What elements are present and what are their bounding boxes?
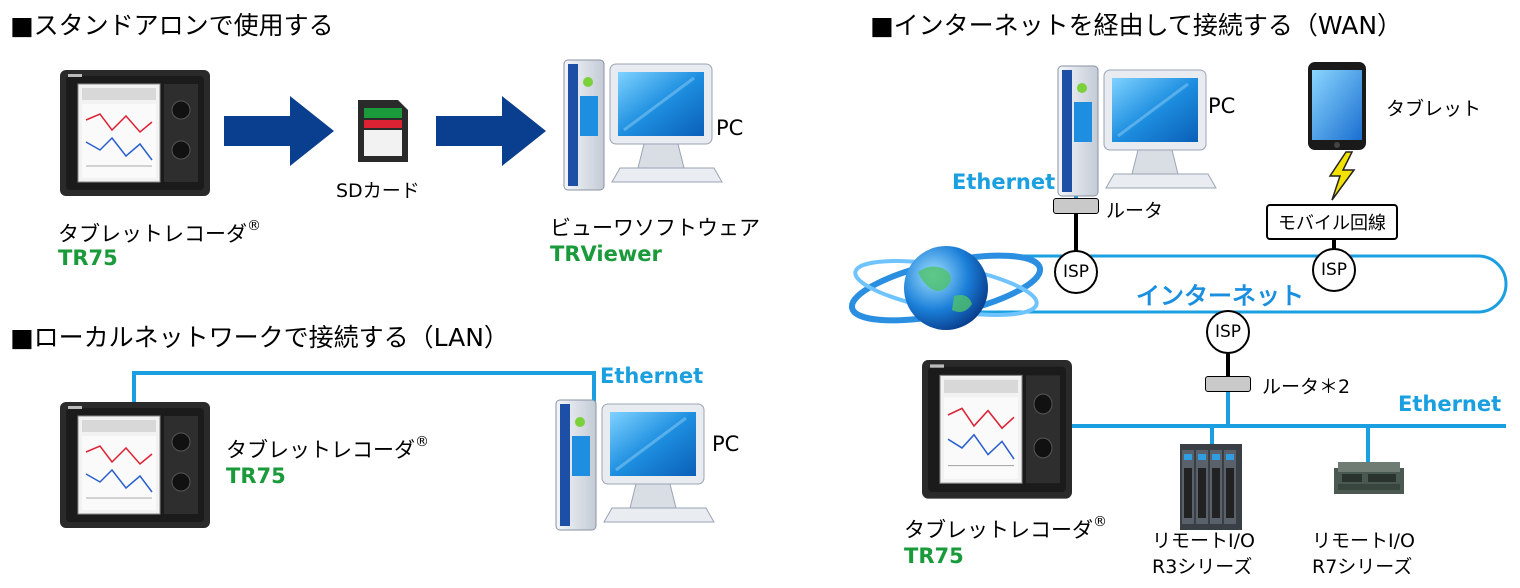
recorder-label-lan: タブレットレコーダ®: [226, 434, 429, 464]
remote-io-r7-icon: [1334, 462, 1404, 494]
router-bottom-label: ルータ＊2: [1262, 376, 1351, 398]
arrow-right-icon: [436, 96, 546, 166]
router-top-label: ルータ: [1106, 200, 1164, 222]
registered-mark: ®: [415, 434, 429, 450]
recorder-label-wan: タブレットレコーダ®: [904, 514, 1107, 544]
recorder-device-wan: [921, 359, 1073, 500]
viewer-label: ビューワソフトウェア: [550, 216, 760, 240]
recorder-model-standalone: TR75: [58, 246, 118, 270]
lan-ethernet-line: [132, 371, 596, 404]
registered-mark: ®: [247, 218, 261, 234]
remote-r7-line1: リモートI/O: [1312, 530, 1415, 552]
globe-icon: [848, 246, 1044, 330]
router-bottom: [1205, 376, 1251, 392]
isp-label: ISP: [1320, 260, 1348, 280]
arrow-right-icon: [224, 96, 334, 166]
pc-label-lan: PC: [712, 432, 740, 456]
mobile-line-box: モバイル回線: [1266, 204, 1398, 240]
pc-label-wan: PC: [1208, 94, 1236, 118]
isp-node-pc: ISP: [1054, 250, 1098, 294]
recorder-model-lan: TR75: [226, 464, 286, 488]
lan-heading: ■ローカルネットワークで接続する（LAN）: [10, 323, 509, 352]
remote-r3-line1: リモートI/O: [1152, 530, 1255, 552]
recorder-model-wan: TR75: [904, 544, 964, 568]
internet-label: インターネット: [1136, 282, 1304, 310]
wan-pc-ethernet-label: Ethernet: [952, 170, 1056, 194]
sd-card-icon: [358, 100, 408, 162]
router-top: [1053, 198, 1099, 214]
remote-r3-line2: R3シリーズ: [1152, 556, 1253, 578]
remote-io-r3-icon: [1180, 444, 1242, 530]
isp-label: ISP: [1214, 322, 1242, 342]
sd-card-label: SDカード: [336, 180, 420, 202]
recorder-label-text: タブレットレコーダ: [226, 438, 415, 462]
recorder-label-text: タブレットレコーダ: [58, 222, 247, 246]
tablet-label: タブレット: [1386, 98, 1482, 120]
recorder-label-text: タブレットレコーダ: [904, 518, 1093, 542]
isp-node-mobile: ISP: [1312, 248, 1356, 292]
remote-r7-line2: R7シリーズ: [1312, 556, 1413, 578]
tablet-icon: [1308, 62, 1366, 150]
lan-ethernet-label: Ethernet: [600, 364, 704, 388]
wan-bus-ethernet-label: Ethernet: [1398, 392, 1502, 416]
recorder-label-standalone: タブレットレコーダ®: [58, 218, 261, 248]
pc-label-standalone: PC: [716, 116, 744, 140]
viewer-name: TRViewer: [550, 242, 662, 266]
registered-mark: ®: [1093, 514, 1107, 530]
isp-node-recorder: ISP: [1206, 310, 1250, 354]
isp-label: ISP: [1062, 262, 1090, 282]
standalone-heading: ■スタンドアロンで使用する: [10, 11, 334, 40]
lightning-icon: [1328, 151, 1356, 201]
wan-heading: ■インターネットを経由して接続する（WAN）: [870, 11, 1403, 40]
pc-icon: [1056, 64, 1218, 198]
